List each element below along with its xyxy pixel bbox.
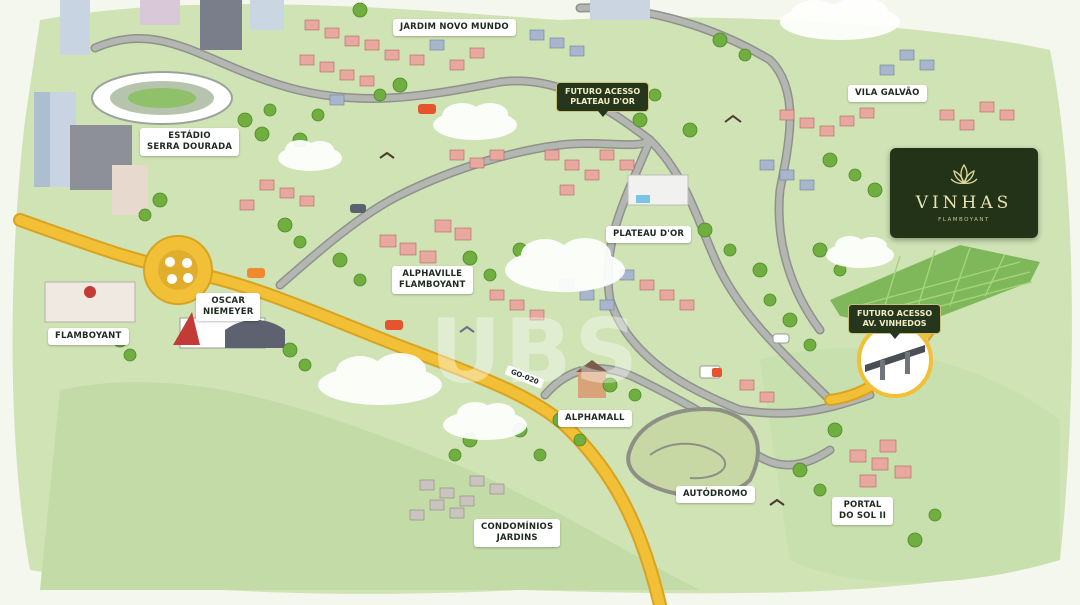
stadium <box>91 71 233 125</box>
roundabout <box>143 235 213 305</box>
vehicles <box>247 104 790 379</box>
label-line: ALPHAMALL <box>565 413 625 423</box>
label-estadio-serra-dourada[interactable]: ESTÁDIO SERRA DOURADA <box>140 128 240 156</box>
label-line: PORTAL <box>843 500 882 510</box>
label-portal-do-sol-ii[interactable]: PORTAL DO SOL II <box>832 497 894 525</box>
label-line: OSCAR <box>211 296 246 306</box>
label-line: NIEMEYER <box>203 307 254 317</box>
label-line: FLAMBOYANT <box>399 280 466 290</box>
lotus-logo-icon <box>950 163 978 185</box>
label-line: JARDINS <box>496 533 538 543</box>
label-condominios-jardins[interactable]: CONDOMÍNIOS JARDINS <box>474 519 561 547</box>
label-jardim-novo-mundo[interactable]: JARDIM NOVO MUNDO <box>393 19 516 36</box>
label-plateau-dor[interactable]: PLATEAU D'OR <box>606 226 692 243</box>
callout-line: AV. VINHEDOS <box>862 319 927 328</box>
label-flamboyant[interactable]: FLAMBOYANT <box>48 328 129 345</box>
label-line: ESTÁDIO <box>168 131 211 141</box>
vinhas-brand-card[interactable]: VINHAS FLAMBOYANT <box>890 148 1038 238</box>
label-line: SERRA DOURADA <box>147 142 233 152</box>
clouds <box>278 0 900 440</box>
label-line: FLAMBOYANT <box>55 331 122 341</box>
label-line: PLATEAU D'OR <box>613 229 685 239</box>
watermark-text: UBS <box>430 300 641 403</box>
label-oscar-niemeyer[interactable]: OSCAR NIEMEYER <box>196 293 261 321</box>
birds <box>379 114 785 506</box>
label-autodromo[interactable]: AUTÓDROMO <box>676 486 755 503</box>
callout-line: FUTURO ACESSO <box>857 309 933 318</box>
label-line: ALPHAVILLE <box>402 269 463 279</box>
label-alphaville-flamboyant[interactable]: ALPHAVILLE FLAMBOYANT <box>392 266 473 294</box>
callout-vinhedos-access[interactable]: FUTURO ACESSO AV. VINHEDOS <box>848 304 942 339</box>
callout-line: FUTURO ACESSO <box>565 87 641 96</box>
label-line: DO SOL II <box>839 511 887 521</box>
brand-subtitle: FLAMBOYANT <box>938 217 990 223</box>
label-line: AUTÓDROMO <box>683 489 748 499</box>
callout-line: PLATEAU D'OR <box>570 97 635 106</box>
brand-name: VINHAS <box>915 193 1013 213</box>
label-line: VILA GALVÃO <box>855 88 920 98</box>
label-alphamall[interactable]: ALPHAMALL <box>558 410 632 427</box>
callout-plateau-access[interactable]: FUTURO ACESSO PLATEAU D'OR <box>556 82 650 117</box>
city-buildings <box>34 0 284 215</box>
label-line: CONDOMÍNIOS <box>481 522 554 532</box>
label-vila-galvao[interactable]: VILA GALVÃO <box>848 85 927 102</box>
race-track <box>626 407 760 498</box>
label-line: JARDIM NOVO MUNDO <box>400 22 509 32</box>
